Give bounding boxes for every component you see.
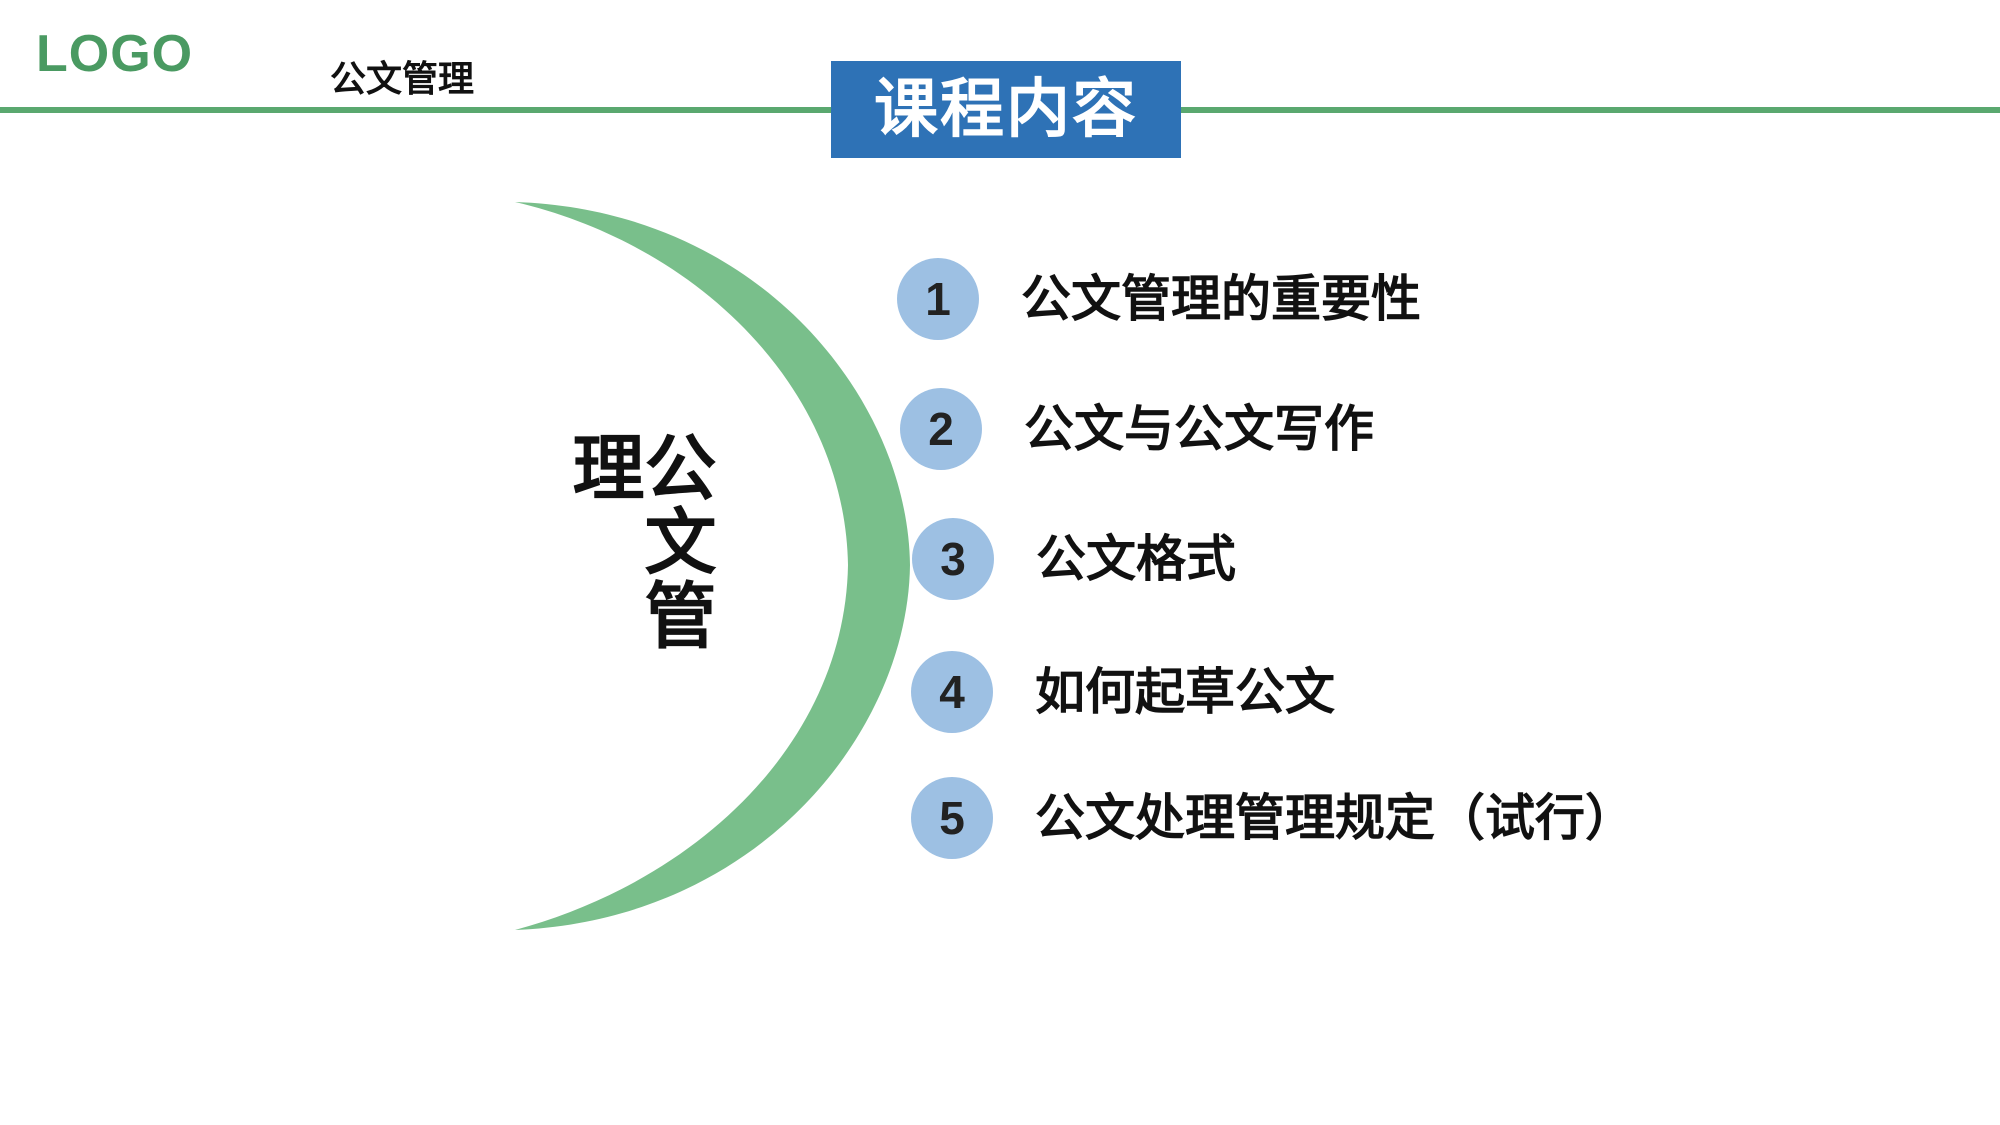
item-number-5: 5 <box>911 777 993 859</box>
title-banner: 课程内容 <box>831 61 1181 158</box>
menu-item-4[interactable]: 4 如何起草公文 <box>911 651 1335 733</box>
item-label-2: 公文与公文写作 <box>1024 400 1374 458</box>
item-number-1: 1 <box>897 258 979 340</box>
item-number-3: 3 <box>912 518 994 600</box>
logo: LOGO <box>36 25 194 83</box>
item-label-1: 公文管理的重要性 <box>1021 270 1421 328</box>
item-number-2: 2 <box>900 388 982 470</box>
item-label-4: 如何起草公文 <box>1035 663 1335 721</box>
menu-item-5[interactable]: 5 公文处理管理规定（试行） <box>911 777 1635 859</box>
menu-item-1[interactable]: 1 公文管理的重要性 <box>897 258 1421 340</box>
crescent-label: 公文管理 <box>560 430 716 652</box>
item-label-5: 公文处理管理规定（试行） <box>1035 789 1635 847</box>
menu-item-2[interactable]: 2 公文与公文写作 <box>900 388 1374 470</box>
crescent-arc <box>515 202 910 930</box>
menu-item-3[interactable]: 3 公文格式 <box>912 518 1236 600</box>
item-label-3: 公文格式 <box>1036 530 1236 588</box>
header-subtitle: 公文管理 <box>330 59 475 100</box>
item-number-4: 4 <box>911 651 993 733</box>
page-title: 课程内容 <box>874 72 1138 147</box>
